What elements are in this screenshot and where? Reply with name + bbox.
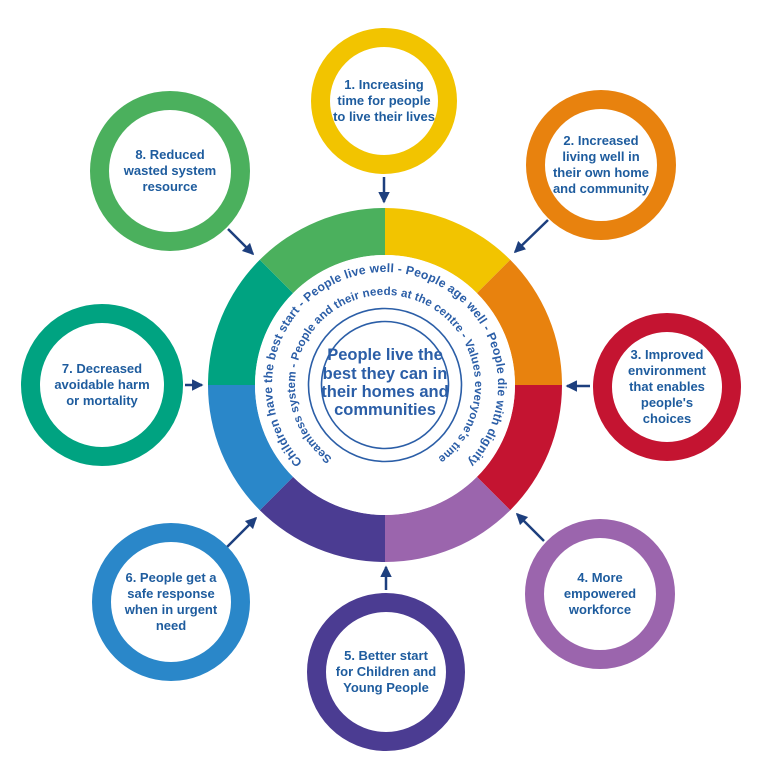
- center-outline-outer-circle: [307, 307, 463, 463]
- ring-segment-orange: [476, 259, 563, 385]
- ring-segment-blue: [207, 385, 294, 511]
- outcome-label-8: 8. Reduced wasted system resource: [123, 147, 217, 194]
- outcome-label-6: 6. People get a safe response when in ur…: [124, 570, 218, 633]
- ring-segment-teal: [207, 259, 294, 385]
- arrow-outcome-2-icon: [513, 219, 549, 254]
- center-outline-inner-circle: [320, 320, 450, 450]
- ring-inner-white-circle: [255, 255, 515, 515]
- arrow-outcome-6-icon: [226, 516, 258, 548]
- outcome-circle-3: 3. Improved environment that enables peo…: [593, 313, 741, 461]
- outcome-label-5: 5. Better start for Children and Young P…: [335, 648, 437, 695]
- central-ring: [207, 207, 563, 562]
- arrow-outcome-8-icon: [227, 228, 255, 256]
- ring-segment-green: [259, 207, 385, 294]
- outcome-label-1: 1. Increasing time for people to live th…: [333, 77, 435, 124]
- ring-segment-red: [476, 385, 563, 511]
- outcome-circle-4: 4. More empowered workforce: [525, 519, 675, 669]
- outcome-circle-5: 5. Better start for Children and Young P…: [307, 593, 465, 751]
- outcome-label-7: 7. Decreased avoidable harm or mortality: [54, 361, 150, 408]
- outcome-circle-1: 1. Increasing time for people to live th…: [311, 28, 457, 174]
- outcome-label-4: 4. More empowered workforce: [563, 570, 637, 617]
- outcome-circle-2: 2. Increased living well in their own ho…: [526, 90, 676, 240]
- outcome-circle-7: 7. Decreased avoidable harm or mortality: [21, 304, 183, 466]
- ring-segment-yellow: [385, 207, 511, 294]
- outcome-label-2: 2. Increased living well in their own ho…: [552, 133, 650, 196]
- arrow-outcome-4-icon: [515, 512, 545, 542]
- outcome-label-3: 3. Improved environment that enables peo…: [627, 347, 706, 426]
- ring-segment-dark-purple: [259, 476, 385, 562]
- outcome-circle-6: 6. People get a safe response when in ur…: [92, 523, 250, 681]
- outcome-circle-8: 8. Reduced wasted system resource: [90, 91, 250, 251]
- ring-segment-lavender: [385, 476, 511, 562]
- arrows: [185, 177, 590, 590]
